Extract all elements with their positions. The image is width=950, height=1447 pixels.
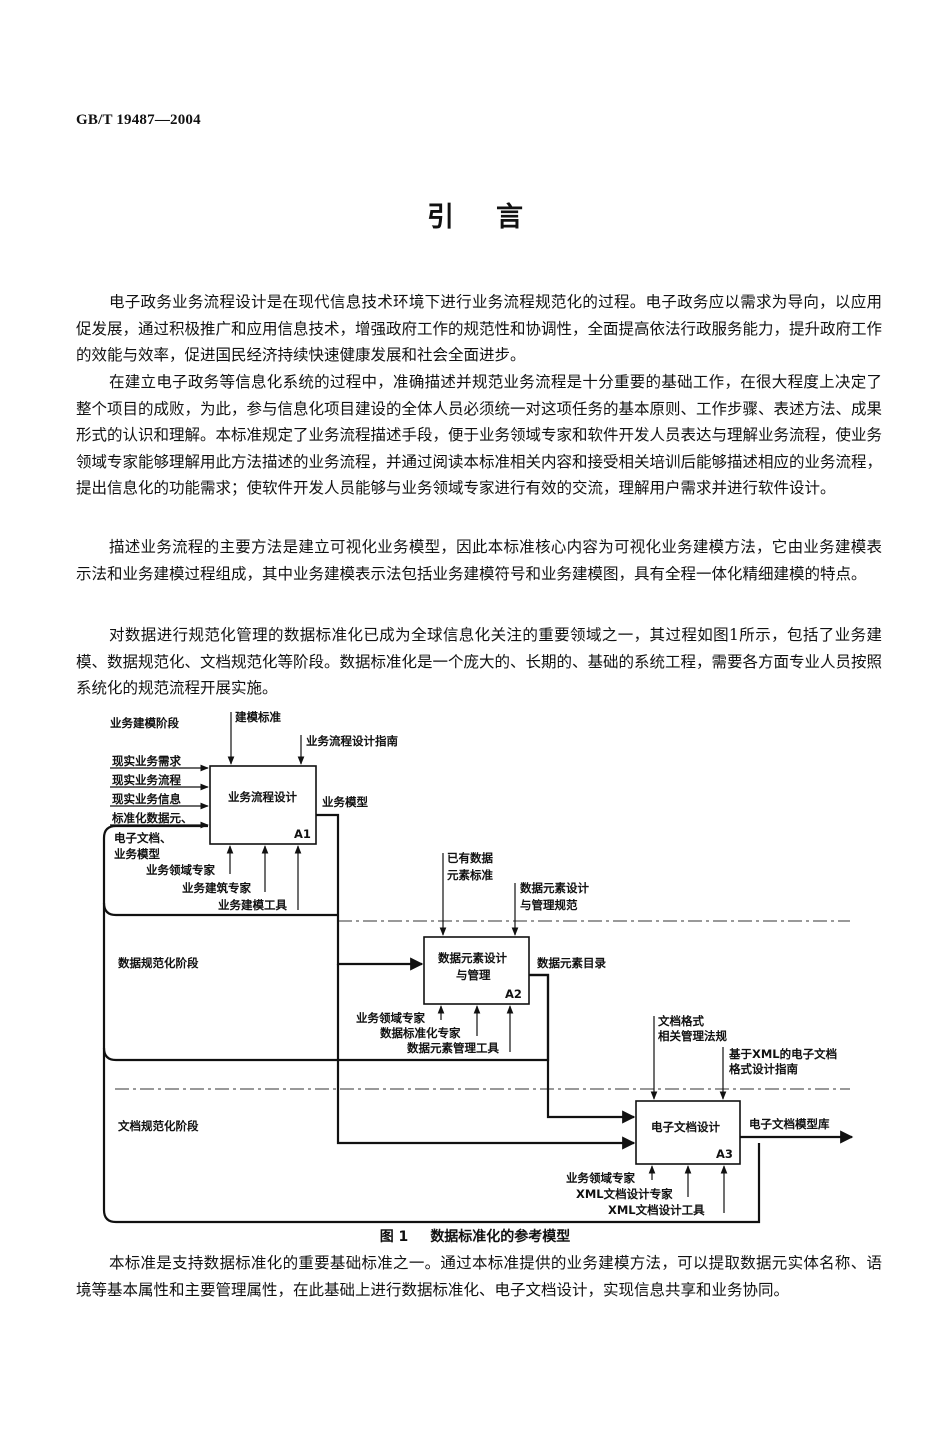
a1-output-to-a3 <box>336 964 636 1150</box>
a2-control-4: 与管理规范 <box>520 898 578 912</box>
a3-mechanism-2: XML文档设计专家 <box>576 1187 673 1201</box>
a1-input-2: 现实业务流程 <box>112 773 181 787</box>
a1-input-5: 电子文档、 <box>114 831 172 845</box>
a3-control-1: 文档格式 <box>658 1014 704 1028</box>
a1-mechanism-1: 业务领域专家 <box>146 863 215 877</box>
stage-label-data-normalization: 数据规范化阶段 <box>118 956 199 970</box>
a1-output-to-a2 <box>316 813 424 971</box>
a2-output-label: 数据元素目录 <box>537 956 606 970</box>
a2-control-1: 已有数据 <box>447 851 493 865</box>
a2-id: A2 <box>505 987 522 1001</box>
a3-output-label: 电子文档模型库 <box>749 1117 830 1131</box>
a1-input-6: 业务模型 <box>114 847 160 861</box>
section-title: 引言 <box>427 202 565 233</box>
stage-label-document-normalization: 文档规范化阶段 <box>118 1119 199 1133</box>
standard-code: GB/T 19487—2004 <box>76 112 201 128</box>
a1-mechanism-2: 业务建筑专家 <box>182 881 251 895</box>
a3-control-3: 基于XML的电子文档 <box>728 1047 837 1061</box>
a1-input-3: 现实业务信息 <box>112 792 181 806</box>
a1-id: A1 <box>294 827 311 841</box>
feedback-loop-a3 <box>102 1048 761 1224</box>
stage-label-business-modeling: 业务建模阶段 <box>110 716 179 730</box>
a2-control-2: 元素标准 <box>447 868 493 882</box>
figure-caption-number: 图 1 <box>379 1229 409 1245</box>
a2-control-3: 数据元素设计 <box>520 881 589 895</box>
figure-caption-text: 数据标准化的参考模型 <box>430 1229 571 1245</box>
activity-box-a2 <box>423 936 530 1005</box>
a1-input-1: 现实业务需求 <box>112 754 181 768</box>
a2-mechanism-2: 数据标准化专家 <box>380 1026 461 1040</box>
paragraph-4: 对数据进行规范化管理的数据标准化已成为全球信息化关注的重要领域之一，其过程如图1… <box>76 626 883 697</box>
a2-mechanism-3: 数据元素管理工具 <box>407 1041 499 1055</box>
activity-box-a1 <box>209 765 317 845</box>
a3-control-4: 格式设计指南 <box>729 1062 798 1076</box>
a1-control-2: 业务流程设计指南 <box>306 734 398 748</box>
activity-box-a3 <box>635 1100 741 1165</box>
a1-mechanism-3: 业务建模工具 <box>218 898 287 912</box>
a3-control-2: 相关管理法规 <box>658 1029 727 1043</box>
a2-name-line2: 与管理 <box>456 968 491 982</box>
a1-name: 业务流程设计 <box>228 790 297 804</box>
a2-mechanism-1: 业务领域专家 <box>356 1011 425 1025</box>
paragraph-1: 电子政务业务流程设计是在现代信息技术环境下进行业务流程规范化的过程。电子政务应以… <box>76 293 883 364</box>
a1-control-1: 建模标准 <box>235 710 281 724</box>
a3-mechanism-1: 业务领域专家 <box>566 1171 635 1185</box>
a3-name: 电子文档设计 <box>651 1120 720 1134</box>
paragraph-3: 描述业务流程的主要方法是建立可视化业务模型，因此本标准核心内容为可视化业务建模方… <box>76 538 882 583</box>
a3-mechanism-3: XML文档设计工具 <box>608 1203 705 1217</box>
figure-caption: 图 1 数据标准化的参考模型 <box>0 1226 950 1246</box>
a1-input-4: 标准化数据元、 <box>111 811 193 825</box>
paragraph-2: 在建立电子政务等信息化系统的过程中，准确描述并规范业务流程是十分重要的基础工作，… <box>76 373 883 497</box>
a3-id: A3 <box>716 1147 733 1161</box>
a2-output-to-a3 <box>529 973 636 1124</box>
feedback-loop-a1 <box>102 824 338 917</box>
a1-output-label: 业务模型 <box>322 795 368 809</box>
paragraph-5: 本标准是支持数据标准化的重要基础标准之一。通过本标准提供的业务建模方法，可以提取… <box>76 1254 882 1299</box>
a2-name-line1: 数据元素设计 <box>438 951 507 965</box>
